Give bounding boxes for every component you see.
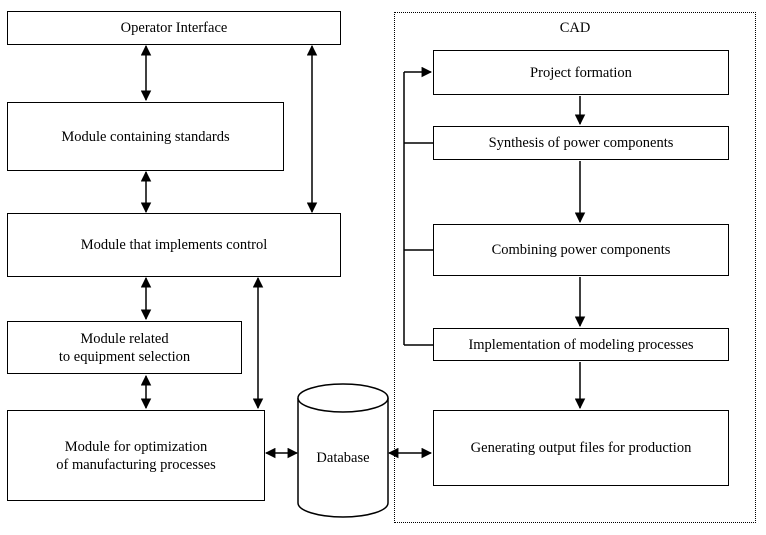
project-formation-label: Project formation [530, 64, 632, 81]
operator-interface-label: Operator Interface [120, 20, 228, 36]
equipment-module-box: Module related to equipment selection [7, 321, 242, 374]
optimization-module-label-line2: of manufacturing processes [56, 456, 216, 473]
project-formation-box: Project formation [433, 50, 729, 95]
standards-module-label: Module containing standards [61, 128, 230, 145]
equipment-module-label-line1: Module related [80, 330, 169, 347]
combining-label: Combining power components [491, 242, 671, 258]
synthesis-label: Synthesis of power components [488, 135, 674, 151]
combining-box: Combining power components [433, 224, 729, 276]
cad-title: CAD [559, 20, 591, 36]
operator-interface-box: Operator Interface [7, 11, 341, 45]
output-files-box: Generating output files for production [433, 410, 729, 486]
standards-module-box: Module containing standards [7, 102, 284, 171]
database-label: Database [316, 450, 370, 466]
modeling-box: Implementation of modeling processes [433, 328, 729, 361]
optimization-module-label-line1: Module for optimization [64, 438, 208, 455]
database-cylinder [297, 383, 389, 518]
output-files-label: Generating output files for production [470, 440, 692, 456]
synthesis-box: Synthesis of power components [433, 126, 729, 160]
equipment-module-label-line2: to equipment selection [58, 348, 191, 365]
cad-frame [394, 12, 756, 523]
control-module-box: Module that implements control [7, 213, 341, 277]
modeling-label: Implementation of modeling processes [468, 336, 694, 353]
optimization-module-box: Module for optimization of manufacturing… [7, 410, 265, 501]
control-module-label: Module that implements control [80, 237, 268, 253]
